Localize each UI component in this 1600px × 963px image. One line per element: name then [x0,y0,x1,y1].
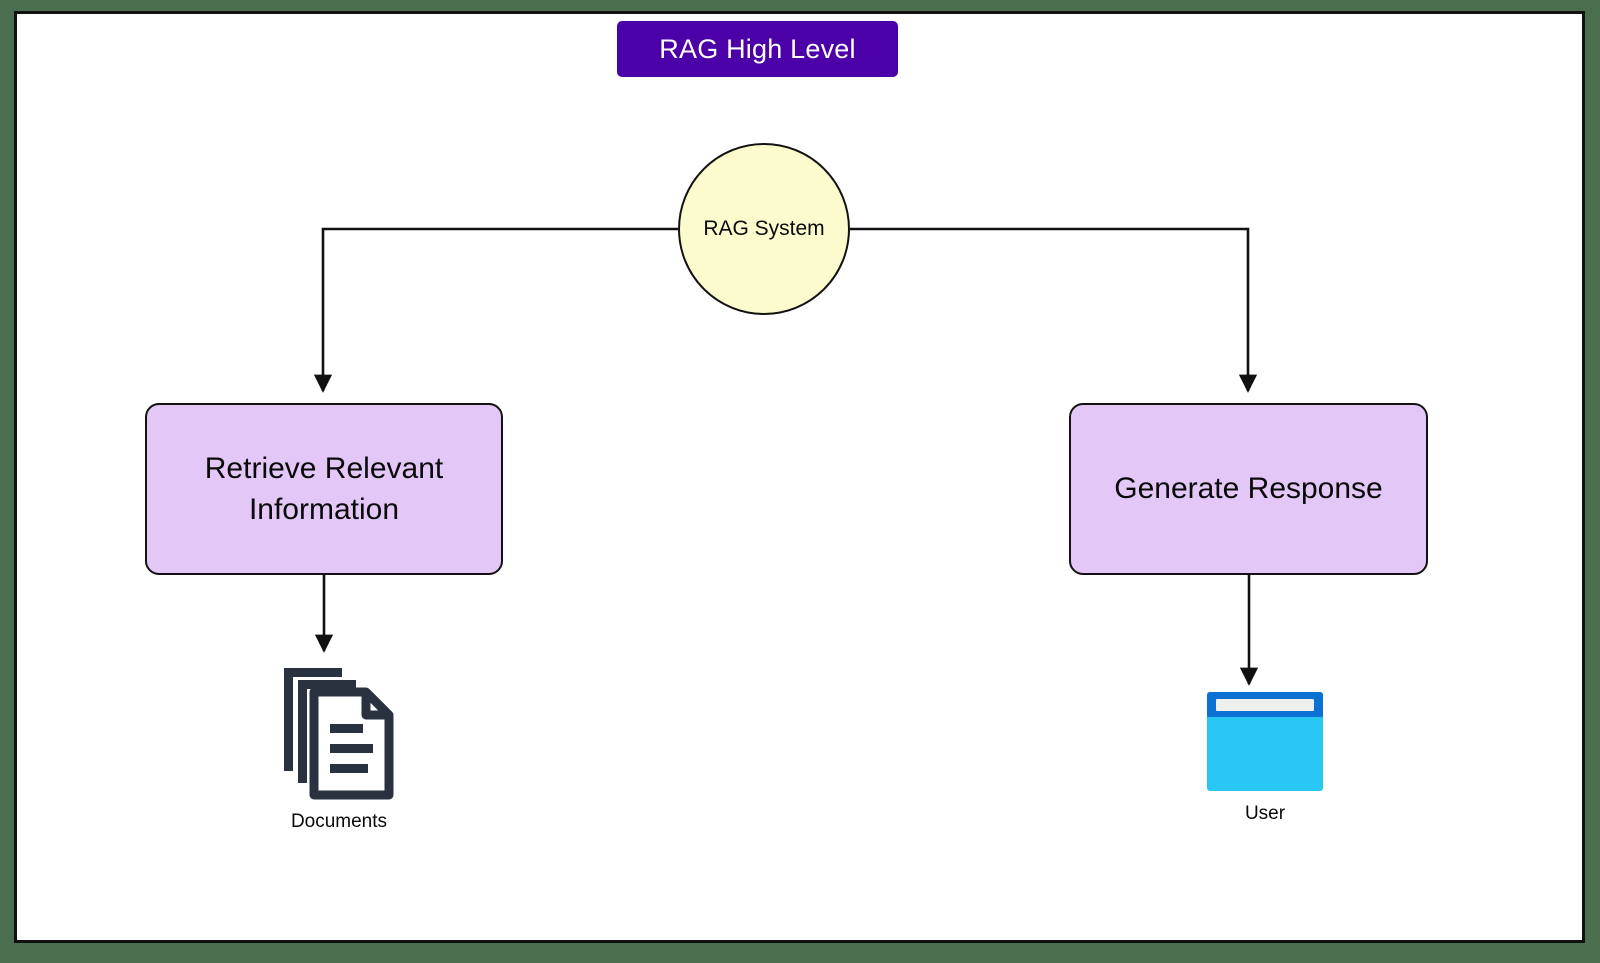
node-retrieve-label-line2: Information [248,493,400,526]
node-rag-system[interactable]: RAG System [678,143,850,315]
node-generate-label: Generate Response [1114,472,1383,506]
edge-rag-to-generate [850,227,1258,393]
node-documents-label: Documents [290,811,388,832]
edge-rag-to-retrieve [313,227,678,393]
documents-stack-icon [284,668,394,800]
node-retrieve-relevant-information[interactable]: Retrieve Relevant Information [145,403,503,575]
node-retrieve-label: Retrieve Relevant Information [205,448,443,531]
browser-addressbar [1216,699,1314,711]
node-generate-response[interactable]: Generate Response [1069,403,1428,575]
diagram-title-badge: RAG High Level [617,21,898,77]
node-user-label: User [1244,803,1286,824]
page-title: RAG High Level [659,33,856,64]
node-rag-system-label: RAG System [703,217,825,240]
node-retrieve-label-line1: Retrieve Relevant [204,451,444,485]
node-user[interactable]: User [1175,692,1355,825]
browser-window-icon [1207,692,1323,791]
diagram-canvas: RAG High Level RAG System Retrieve Relev… [14,11,1585,943]
node-documents[interactable]: Documents [249,659,429,833]
